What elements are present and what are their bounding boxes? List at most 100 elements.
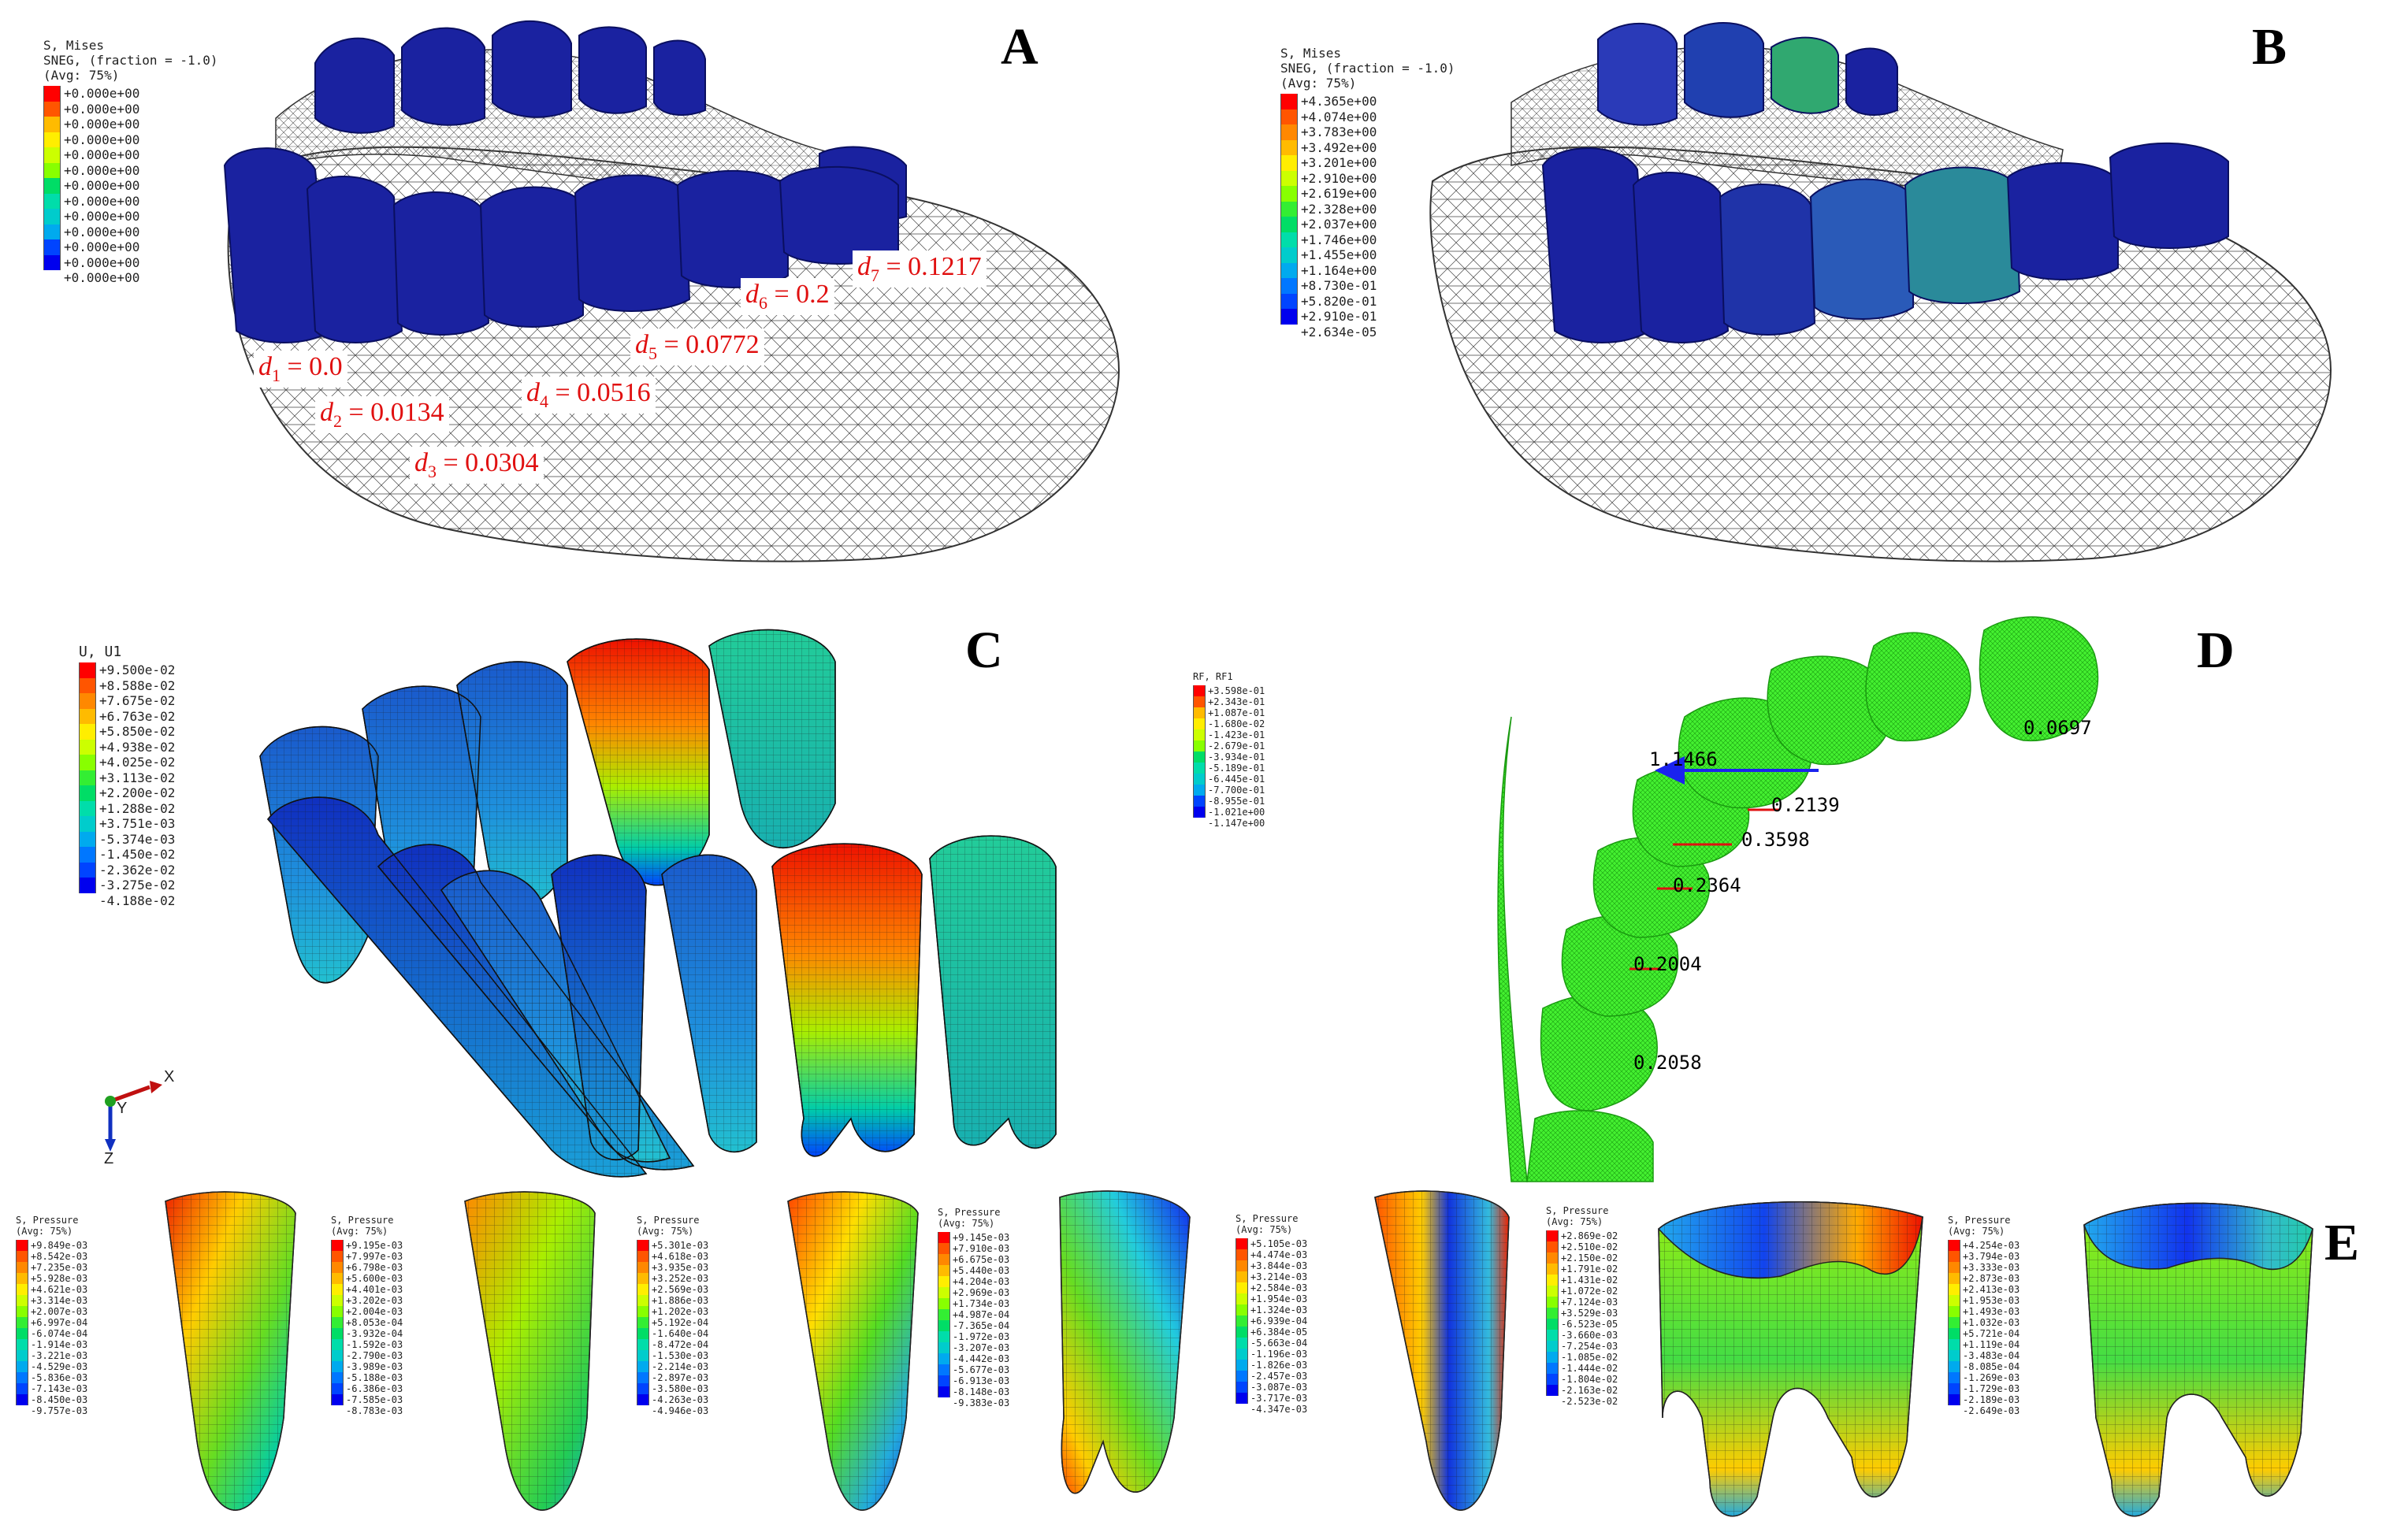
legend-swatch xyxy=(79,739,96,755)
legend-entry: +2.969e-03 xyxy=(938,1287,1009,1298)
legend-value: +9.500e-02 xyxy=(99,662,176,678)
legend-entry: +3.113e-02 xyxy=(79,770,175,785)
legend-entry: -7.365e-04 xyxy=(938,1320,1009,1331)
legend-value: +2.873e-03 xyxy=(1963,1273,2020,1284)
legend-value: -4.442e-03 xyxy=(953,1353,1010,1364)
legend-value: +2.004e-03 xyxy=(346,1306,403,1317)
legend-swatch xyxy=(938,1287,950,1298)
legend-value: -5.663e-04 xyxy=(1250,1338,1308,1349)
legend-swatch xyxy=(1193,763,1206,774)
legend-entry: -9.757e-03 xyxy=(16,1405,87,1416)
legend-value: +0.000e+00 xyxy=(64,117,140,132)
legend-rows: +5.105e-03+4.474e-03+3.844e-03+3.214e-03… xyxy=(1236,1238,1307,1415)
legend-value: +0.000e+00 xyxy=(64,254,140,270)
legend-swatch xyxy=(1546,1341,1559,1352)
legend-swatch xyxy=(331,1339,344,1350)
legend-swatch xyxy=(1546,1319,1559,1330)
legend-entry: +1.431e-02 xyxy=(1546,1275,1618,1286)
legend-entry: -4.529e-03 xyxy=(16,1361,87,1372)
legend-value: +5.721e-04 xyxy=(1963,1328,2020,1339)
legend-swatch xyxy=(1280,124,1298,140)
legend-value: +2.150e-02 xyxy=(1561,1252,1618,1264)
legend-value: +9.195e-03 xyxy=(346,1240,403,1251)
legend-entry: -2.679e-01 xyxy=(1193,740,1265,751)
legend-swatch xyxy=(1546,1286,1559,1297)
legend-entry: +2.634e-05 xyxy=(1280,325,1455,340)
legend-swatch xyxy=(1948,1251,1960,1262)
legend-value: -7.143e-03 xyxy=(31,1383,88,1394)
legend-value: +2.910e+00 xyxy=(1301,170,1377,186)
legend-swatch xyxy=(1546,1363,1559,1374)
legend-swatch xyxy=(79,847,96,863)
legend-value: +6.939e-04 xyxy=(1250,1315,1308,1327)
legend-entry: -7.585e-03 xyxy=(331,1394,403,1405)
legend-entry: -1.021e+00 xyxy=(1193,807,1265,818)
legend-entry: -8.148e-03 xyxy=(938,1386,1009,1397)
distance-symbol: d xyxy=(258,352,272,381)
legend-entry: +0.000e+00 xyxy=(43,86,218,102)
legend-entry: -5.836e-03 xyxy=(16,1372,87,1383)
legend-entry: +6.384e-05 xyxy=(1236,1327,1307,1338)
legend-value: +1.324e-03 xyxy=(1250,1304,1308,1315)
legend-value: +3.529e-03 xyxy=(1561,1308,1618,1319)
legend-swatch xyxy=(938,1320,950,1331)
legend-entry: -3.717e-03 xyxy=(1236,1393,1307,1404)
legend-swatch xyxy=(1948,1273,1960,1284)
legend-entry: +1.791e-02 xyxy=(1546,1264,1618,1275)
legend-swatch xyxy=(1280,278,1298,294)
legend-value: +1.746e+00 xyxy=(1301,232,1377,247)
legend-value: -2.790e-03 xyxy=(346,1350,403,1361)
force-label: 0.2004 xyxy=(1633,953,1702,975)
legend-entry: +4.254e-03 xyxy=(1948,1240,2020,1251)
legend-swatch xyxy=(1948,1328,1960,1339)
legend-swatch xyxy=(637,1350,649,1361)
legend-entry: -2.362e-02 xyxy=(79,862,175,878)
panel-c: U, U1 +9.500e-02+8.588e-02+7.675e-02+6.7… xyxy=(0,599,1196,1182)
legend-entry: -5.677e-03 xyxy=(938,1364,1009,1375)
legend-rows: +9.145e-03+7.910e-03+6.675e-03+5.440e-03… xyxy=(938,1232,1009,1408)
legend-value: +4.474e-03 xyxy=(1250,1249,1308,1260)
legend-entry: +5.440e-03 xyxy=(938,1265,1009,1276)
legend-title-line: S, Pressure xyxy=(1546,1205,1609,1216)
legend-value: +6.675e-03 xyxy=(953,1254,1010,1265)
legend-value: -4.347e-03 xyxy=(1250,1404,1308,1415)
legend-value: +8.053e-04 xyxy=(346,1317,403,1328)
legend-swatch xyxy=(331,1383,344,1394)
legend-value: +1.032e-03 xyxy=(1963,1317,2020,1328)
legend-entry: +7.124e-03 xyxy=(1546,1297,1618,1308)
legend-value: -1.680e-02 xyxy=(1208,718,1265,729)
legend-value: -5.374e-03 xyxy=(99,831,176,847)
legend-entry: -1.423e-01 xyxy=(1193,729,1265,740)
legend-entry: -1.680e-02 xyxy=(1193,718,1265,729)
legend-value: -2.649e-03 xyxy=(1963,1405,2020,1416)
legend-entry: -6.913e-03 xyxy=(938,1375,1009,1386)
legend-swatch xyxy=(1280,232,1298,247)
legend-entry: +5.192e-04 xyxy=(637,1317,708,1328)
legend-entry: +1.953e-03 xyxy=(1948,1295,2020,1306)
force-label: 0.0697 xyxy=(2023,717,2092,739)
distance-subscript: 5 xyxy=(648,343,657,363)
legend-value: +3.935e-03 xyxy=(652,1262,709,1273)
legend-value: -5.188e-03 xyxy=(346,1372,403,1383)
legend-swatch xyxy=(1948,1383,1960,1394)
legend-entry: +2.910e+00 xyxy=(1280,170,1455,186)
legend-value: +3.314e-03 xyxy=(31,1295,88,1306)
legend-swatch xyxy=(16,1284,28,1295)
legend-value: +0.000e+00 xyxy=(64,178,140,194)
legend-swatch xyxy=(1948,1317,1960,1328)
legend-entry: +4.025e-02 xyxy=(79,755,175,770)
legend-swatch xyxy=(79,693,96,709)
legend-value: +8.730e-01 xyxy=(1301,278,1377,294)
legend-value: +4.025e-02 xyxy=(99,755,176,770)
distance-symbol: d xyxy=(320,398,333,427)
legend-value: -3.207e-03 xyxy=(953,1342,1010,1353)
panel-e-label: E xyxy=(2324,1214,2360,1271)
legend-value: +4.938e-02 xyxy=(99,739,176,755)
legend-entry: +1.072e-02 xyxy=(1546,1286,1618,1297)
legend-entry: +2.510e-02 xyxy=(1546,1241,1618,1252)
legend-title-line: (Avg: 75%) xyxy=(331,1226,388,1237)
legend-swatch xyxy=(1948,1361,1960,1372)
legend-swatch xyxy=(79,800,96,816)
legend-entry: +2.569e-03 xyxy=(637,1284,708,1295)
legend-value: +3.492e+00 xyxy=(1301,139,1377,155)
